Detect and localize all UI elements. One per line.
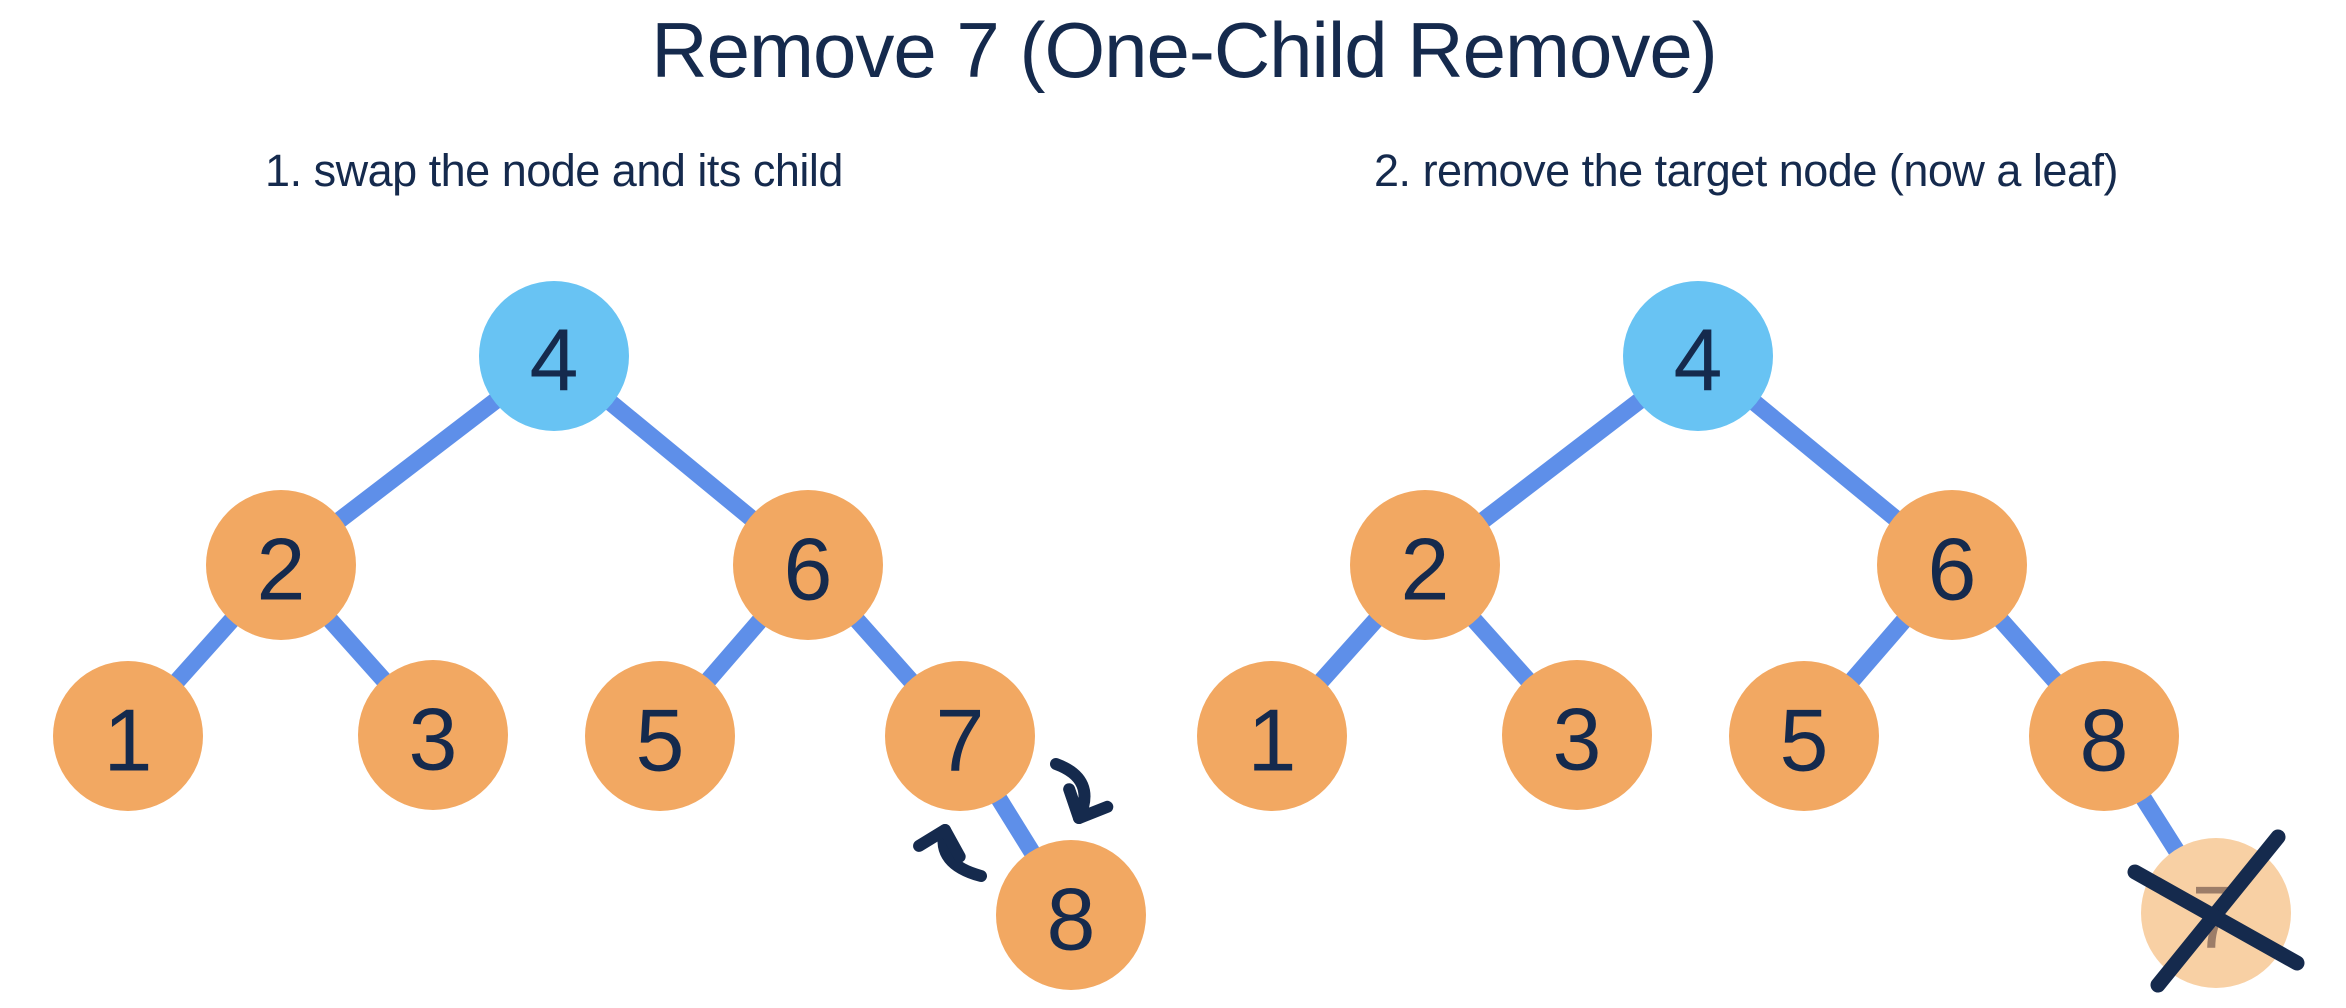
node-circle bbox=[2029, 661, 2179, 811]
node-circle bbox=[53, 661, 203, 811]
node-circle bbox=[206, 490, 356, 640]
cross-out-stroke-2 bbox=[2127, 864, 2305, 971]
tree-node-6: 6 bbox=[733, 490, 883, 640]
node-circle bbox=[1877, 490, 2027, 640]
node-circle bbox=[733, 490, 883, 640]
node-circle bbox=[585, 661, 735, 811]
node-circle bbox=[996, 840, 1146, 990]
node-circle bbox=[1729, 661, 1879, 811]
node-label: 2 bbox=[257, 520, 306, 619]
step-1-subtitle: 1. swap the node and its child bbox=[265, 145, 843, 196]
node-label: 8 bbox=[2080, 691, 2129, 790]
node-circle bbox=[1197, 661, 1347, 811]
swap-arrow-down-icon bbox=[1050, 758, 1114, 824]
node-circle bbox=[1623, 281, 1773, 431]
node-label: 5 bbox=[1780, 691, 1829, 790]
tree-panels: 4261357842613587 bbox=[53, 281, 2305, 993]
tree-node-3: 3 bbox=[358, 660, 508, 810]
tree-node-1: 1 bbox=[1197, 661, 1347, 811]
node-label: 4 bbox=[1674, 311, 1723, 410]
node-label: 1 bbox=[1248, 691, 1297, 790]
swap-arrow-up-icon bbox=[913, 824, 987, 882]
node-circle bbox=[358, 660, 508, 810]
tree-node-8: 8 bbox=[996, 840, 1146, 990]
node-circle bbox=[479, 281, 629, 431]
step-2-subtitle: 2. remove the target node (now a leaf) bbox=[1374, 145, 2118, 196]
tree-node-5: 5 bbox=[1729, 661, 1879, 811]
tree-panel-step-2: 42613587 bbox=[1197, 281, 2305, 993]
tree-node-2: 2 bbox=[1350, 490, 1500, 640]
tree-panel-step-1: 4 2 6 1 3 5 78 bbox=[53, 281, 1146, 990]
node-label: 1 bbox=[104, 691, 153, 790]
node-circle bbox=[885, 661, 1035, 811]
tree-node-6: 6 bbox=[1877, 490, 2027, 640]
node-label: 6 bbox=[784, 520, 833, 619]
tree-node-5: 5 bbox=[585, 661, 735, 811]
node-label: 3 bbox=[1553, 690, 1602, 789]
node-label: 4 bbox=[530, 311, 579, 410]
node-label: 2 bbox=[1401, 520, 1450, 619]
tree-node-8: 8 bbox=[2029, 661, 2179, 811]
node-label: 8 bbox=[1047, 870, 1096, 969]
tree-node-1: 1 bbox=[53, 661, 203, 811]
node-label: 3 bbox=[409, 690, 458, 789]
diagram-title: Remove 7 (One-Child Remove) bbox=[651, 6, 1717, 94]
tree-node-3: 3 bbox=[1502, 660, 1652, 810]
tree-node-4: 4 bbox=[1623, 281, 1773, 431]
tree-node-7: 7 bbox=[885, 661, 1035, 811]
node-label: 6 bbox=[1928, 520, 1977, 619]
node-circle bbox=[1502, 660, 1652, 810]
node-circle bbox=[1350, 490, 1500, 640]
tree-node-2: 2 bbox=[206, 490, 356, 640]
node-label: 7 bbox=[936, 691, 985, 790]
node-label: 5 bbox=[636, 691, 685, 790]
tree-node-4: 4 bbox=[479, 281, 629, 431]
